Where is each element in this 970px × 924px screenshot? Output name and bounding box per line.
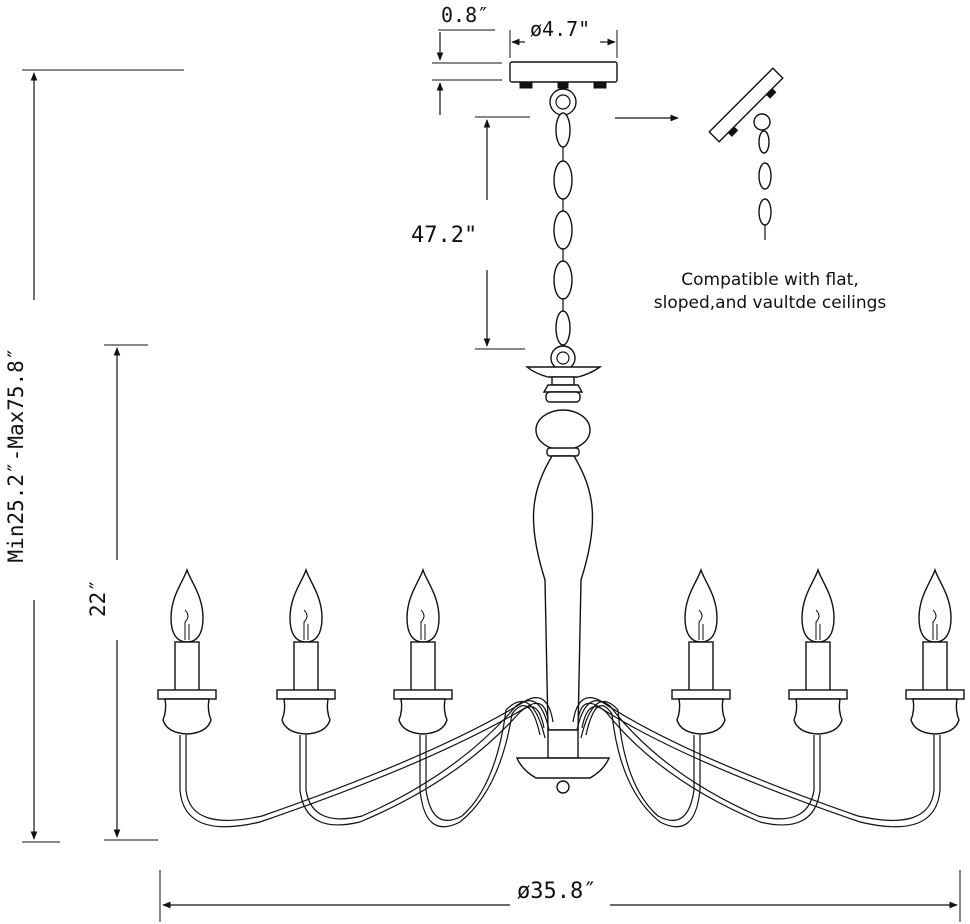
- candle-sleeve: [410, 641, 436, 693]
- candle-sleeve: [688, 641, 714, 693]
- candle-cup: [793, 698, 843, 735]
- candle-bulb: [918, 567, 952, 643]
- diameter-label: ø35.8″: [517, 879, 596, 904]
- candle-holder: [276, 567, 336, 735]
- candle-sleeve: [293, 641, 319, 693]
- total-height-dimension: Min25.2″-Max75.8″: [4, 69, 184, 843]
- canopy-diameter-label: ø4.7": [530, 17, 590, 41]
- chandelier-arms: [179, 697, 941, 828]
- candle-bulb: [684, 567, 718, 643]
- candle-sleeve: [805, 641, 831, 693]
- candle-cup: [162, 698, 212, 735]
- candle-holder: [671, 567, 731, 735]
- ceiling-canopy: [509, 61, 618, 89]
- candle-cup: [910, 698, 960, 735]
- chain-length-dimension: 47.2": [411, 116, 530, 350]
- canopy-height-label: 0.8″: [441, 3, 489, 27]
- chandelier-column: [515, 366, 611, 794]
- body-height-dimension: 22″: [86, 344, 158, 841]
- candle-cup: [281, 698, 331, 735]
- candle-bulb: [801, 567, 835, 643]
- candle-cup: [398, 698, 448, 735]
- candle-holders: [157, 567, 965, 735]
- compatibility-note-line2: sloped,and vaultde ceilings: [654, 293, 887, 313]
- chain: [549, 88, 577, 371]
- candle-sleeve: [174, 641, 200, 693]
- candle-bulb: [289, 567, 323, 643]
- canopy-height-dimension: 0.8″: [432, 3, 502, 115]
- candle-sleeve: [922, 641, 948, 693]
- candle-holder: [393, 567, 453, 735]
- total-height-label: Min25.2″-Max75.8″: [4, 348, 28, 563]
- candle-holder: [157, 567, 217, 735]
- candle-bulb: [406, 567, 440, 643]
- canopy-diameter-dimension: ø4.7": [509, 17, 618, 58]
- candle-cup: [676, 698, 726, 735]
- candle-holder: [788, 567, 848, 735]
- candle-bulb: [170, 567, 204, 643]
- body-height-label: 22″: [86, 579, 110, 617]
- chain-length-label: 47.2": [411, 223, 477, 248]
- sloped-ceiling-inset: Compatible with flat, sloped,and vaultde…: [615, 67, 887, 313]
- compatibility-note-line1: Compatible with flat,: [681, 270, 858, 290]
- diameter-dimension: ø35.8″: [159, 870, 961, 922]
- candle-holder: [905, 567, 965, 735]
